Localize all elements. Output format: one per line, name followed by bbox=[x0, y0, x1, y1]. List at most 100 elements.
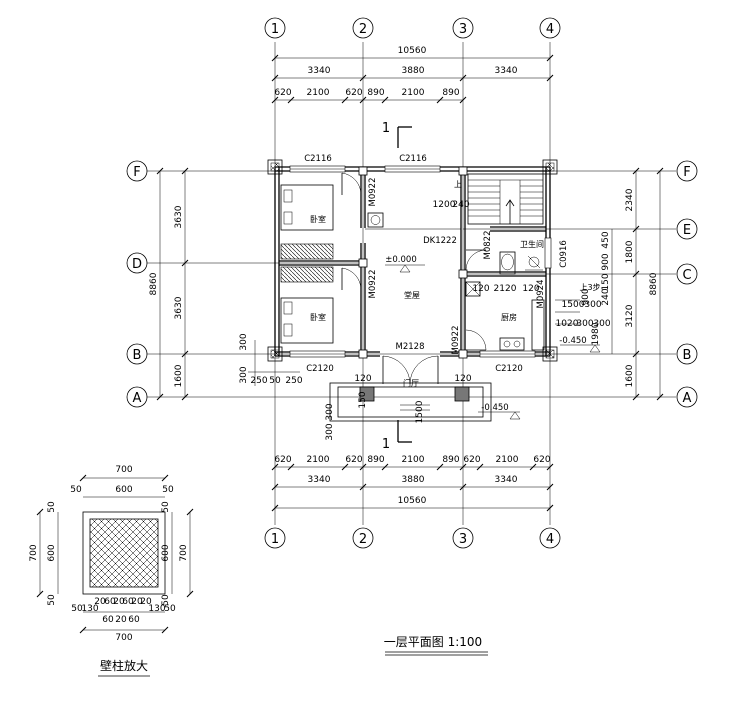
svg-text:-0.450: -0.450 bbox=[481, 403, 508, 413]
svg-text:B: B bbox=[683, 348, 692, 363]
svg-text:上: 上 bbox=[454, 180, 462, 189]
window-c0916: C0916 bbox=[544, 237, 569, 269]
svg-text:D: D bbox=[132, 257, 142, 272]
svg-text:250: 250 bbox=[250, 376, 267, 386]
dimension-bottom-total: 10560 bbox=[271, 496, 554, 512]
svg-text:50: 50 bbox=[71, 604, 83, 614]
window-c2116-left: C2116 bbox=[289, 154, 346, 173]
dimension-top-detail: 620 2100 620 890 2100 890 bbox=[271, 88, 467, 104]
svg-text:890: 890 bbox=[367, 455, 384, 465]
svg-text:C2120: C2120 bbox=[306, 364, 334, 374]
svg-text:50: 50 bbox=[162, 485, 174, 495]
svg-text:1: 1 bbox=[271, 22, 279, 37]
svg-text:8860: 8860 bbox=[649, 272, 659, 295]
door-m0822-bath: M0822 bbox=[465, 231, 493, 271]
svg-text:3120: 3120 bbox=[625, 304, 635, 327]
svg-text:1600: 1600 bbox=[174, 364, 184, 387]
svg-text:3340: 3340 bbox=[495, 475, 518, 485]
svg-text:620: 620 bbox=[533, 455, 550, 465]
svg-text:M0922: M0922 bbox=[451, 326, 461, 355]
svg-text:130: 130 bbox=[81, 604, 98, 614]
door-m0922-kitchen: M0922 bbox=[451, 326, 487, 355]
svg-text:50: 50 bbox=[47, 594, 57, 606]
stair-main: 上 bbox=[454, 173, 544, 225]
svg-text:B: B bbox=[133, 348, 142, 363]
detail-title: 壁柱放大 bbox=[98, 658, 150, 677]
svg-text:20: 20 bbox=[115, 615, 127, 625]
svg-text:620: 620 bbox=[274, 455, 291, 465]
pilaster-detail: 700 600 50 50 50 130 20 60 20 60 20 20 1… bbox=[29, 465, 194, 643]
axis-bubble-1-bottom: 1 bbox=[264, 527, 286, 549]
svg-text:50: 50 bbox=[161, 501, 171, 513]
axis-bubble-A-left: A bbox=[126, 386, 148, 408]
svg-text:1600: 1600 bbox=[625, 364, 635, 387]
svg-text:900: 900 bbox=[581, 288, 591, 305]
svg-text:700: 700 bbox=[115, 633, 132, 643]
svg-text:3880: 3880 bbox=[402, 66, 425, 76]
svg-text:M0822: M0822 bbox=[483, 231, 493, 260]
axis-bubble-B-right: B bbox=[676, 343, 698, 365]
svg-text:1020: 1020 bbox=[556, 319, 579, 329]
section-mark-bottom: 1 bbox=[382, 420, 412, 452]
storage-x-box bbox=[465, 281, 481, 297]
axis-bubble-D-left: D bbox=[126, 252, 148, 274]
svg-text:600: 600 bbox=[161, 544, 171, 561]
axis-bubble-C-right: C bbox=[676, 263, 698, 285]
svg-text:C2116: C2116 bbox=[399, 154, 427, 164]
svg-text:240: 240 bbox=[601, 288, 611, 305]
svg-text:±0.000: ±0.000 bbox=[385, 255, 416, 265]
svg-text:一层平面图 1:100: 一层平面图 1:100 bbox=[384, 635, 482, 649]
svg-text:10560: 10560 bbox=[398, 496, 427, 506]
svg-text:DK1222: DK1222 bbox=[423, 236, 457, 246]
axis-bubble-4-top: 4 bbox=[539, 17, 561, 39]
door-m0922-bedroom-top: M0922 bbox=[341, 172, 378, 206]
svg-text:900: 900 bbox=[601, 253, 611, 270]
svg-text:20: 20 bbox=[131, 597, 143, 607]
svg-text:F: F bbox=[133, 165, 140, 180]
svg-text:2100: 2100 bbox=[496, 455, 519, 465]
svg-text:890: 890 bbox=[442, 88, 459, 98]
svg-text:50: 50 bbox=[161, 594, 171, 606]
svg-text:120: 120 bbox=[522, 284, 539, 294]
svg-text:300: 300 bbox=[593, 319, 610, 329]
svg-text:M2128: M2128 bbox=[396, 342, 425, 352]
svg-text:1500: 1500 bbox=[562, 300, 585, 310]
svg-text:20: 20 bbox=[94, 597, 106, 607]
porch-platform bbox=[329, 382, 492, 422]
svg-text:卧室: 卧室 bbox=[310, 214, 326, 224]
dimension-left-outer: 8860 bbox=[149, 167, 164, 401]
svg-text:C0916: C0916 bbox=[559, 240, 569, 268]
level-kitchen: -0.450 bbox=[559, 336, 601, 353]
axis-bubble-2-top: 2 bbox=[352, 17, 374, 39]
svg-text:F: F bbox=[683, 165, 690, 180]
svg-text:3340: 3340 bbox=[308, 475, 331, 485]
svg-text:3340: 3340 bbox=[308, 66, 331, 76]
dimension-right-outer: 8860 bbox=[649, 167, 664, 401]
svg-text:600: 600 bbox=[47, 544, 57, 561]
dimension-bottom-mid: 3340 3880 3340 bbox=[271, 475, 554, 491]
bed-bottom: 卧室 bbox=[280, 297, 334, 344]
svg-text:M0922: M0922 bbox=[368, 270, 378, 299]
svg-text:1: 1 bbox=[271, 532, 279, 547]
svg-text:A: A bbox=[683, 391, 692, 406]
pilaster-bottom-left bbox=[267, 346, 283, 362]
svg-text:890: 890 bbox=[367, 88, 384, 98]
svg-text:2: 2 bbox=[359, 22, 367, 37]
kitchen-counter bbox=[499, 299, 545, 351]
svg-text:450: 450 bbox=[601, 231, 611, 248]
washing-machine bbox=[367, 212, 384, 228]
svg-text:3630: 3630 bbox=[174, 205, 184, 228]
svg-text:620: 620 bbox=[463, 455, 480, 465]
svg-text:3: 3 bbox=[459, 532, 467, 547]
axis-bubble-3-top: 3 bbox=[452, 17, 474, 39]
svg-text:2120: 2120 bbox=[494, 284, 517, 294]
window-c2120-left: C2120 bbox=[289, 350, 346, 374]
dimension-right-mid: 2340 1800 3120 1600 bbox=[625, 167, 640, 401]
svg-text:10560: 10560 bbox=[398, 46, 427, 56]
axis-bubble-2-bottom: 2 bbox=[352, 527, 374, 549]
bed-top: 卧室 bbox=[280, 184, 334, 231]
inner-dimensions: 1200 240 120 2120 120 1500 300 1020 300 … bbox=[325, 200, 611, 441]
svg-text:E: E bbox=[683, 223, 691, 238]
svg-text:4: 4 bbox=[546, 532, 554, 547]
window-c2116-mid: C2116 bbox=[384, 154, 441, 173]
